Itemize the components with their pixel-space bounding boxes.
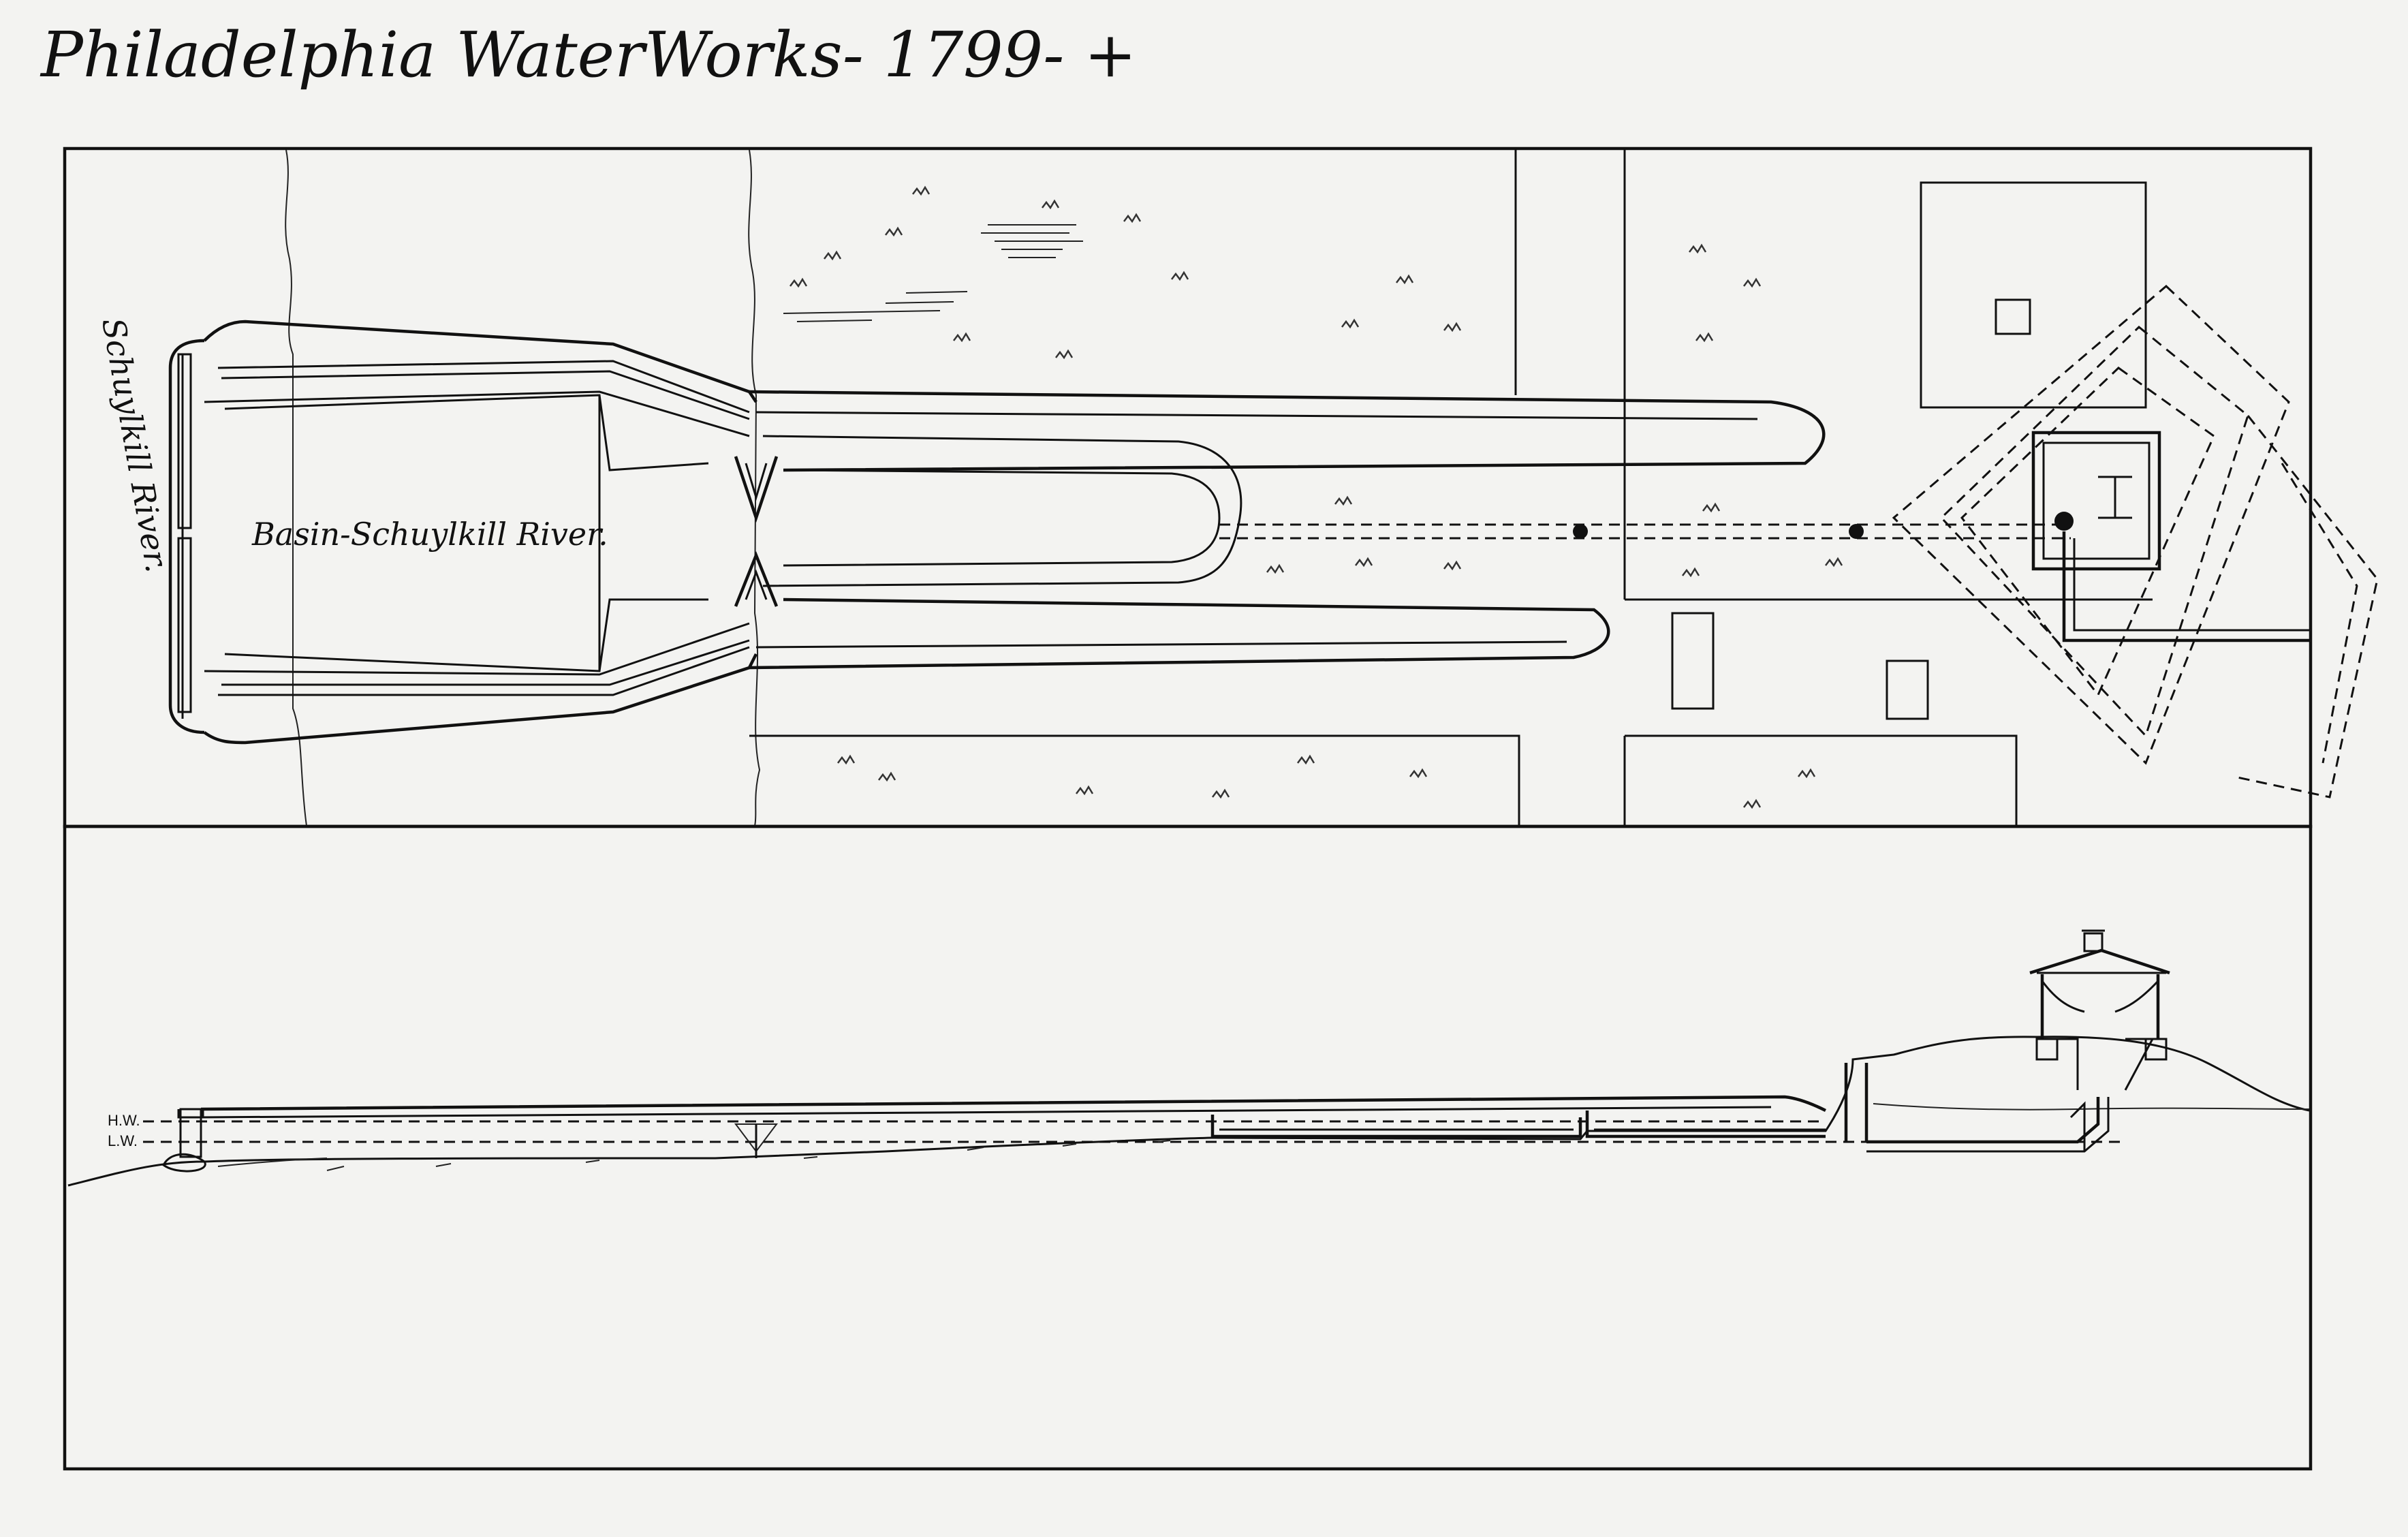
river-bank-left	[285, 149, 307, 826]
river-weir	[162, 1108, 206, 1173]
plan-view: Basin-Schuylkill River. Schuylkill River…	[63, 146, 2379, 828]
section-view: H.W. L.W.	[63, 824, 2313, 1471]
street-blocks	[749, 150, 2153, 826]
pipe-junction-1	[1573, 524, 1588, 539]
low-water-label: L.W.	[108, 1132, 138, 1149]
engine-house	[1892, 284, 2379, 798]
canal-arms	[749, 390, 1826, 670]
grass-tufts	[789, 185, 1843, 809]
small-building-north	[1995, 298, 2031, 335]
river-bank-right	[748, 149, 761, 826]
tunnel-1	[1210, 1115, 1582, 1138]
building-south-1	[1671, 612, 1715, 710]
intake-shaft	[1844, 1063, 1868, 1142]
river-label: Schuylkill River.	[95, 315, 176, 576]
building-south-2	[1886, 659, 1929, 720]
section-frame	[63, 824, 2313, 1471]
block-north	[1920, 181, 2147, 409]
canal-top	[200, 1095, 1827, 1113]
tunnel-2	[1585, 1111, 1826, 1138]
basin-label: Basin-Schuylkill River.	[251, 516, 608, 553]
marsh-lines	[783, 224, 1083, 322]
engine-house-section	[2029, 929, 2170, 1091]
pipe-junction-2	[1849, 524, 1864, 539]
drawing-title: Philadelphia WaterWorks- 1799- +	[40, 18, 1137, 91]
high-water-label: H.W.	[108, 1112, 140, 1129]
ground-hatching	[217, 1140, 1171, 1171]
basin	[168, 320, 779, 745]
